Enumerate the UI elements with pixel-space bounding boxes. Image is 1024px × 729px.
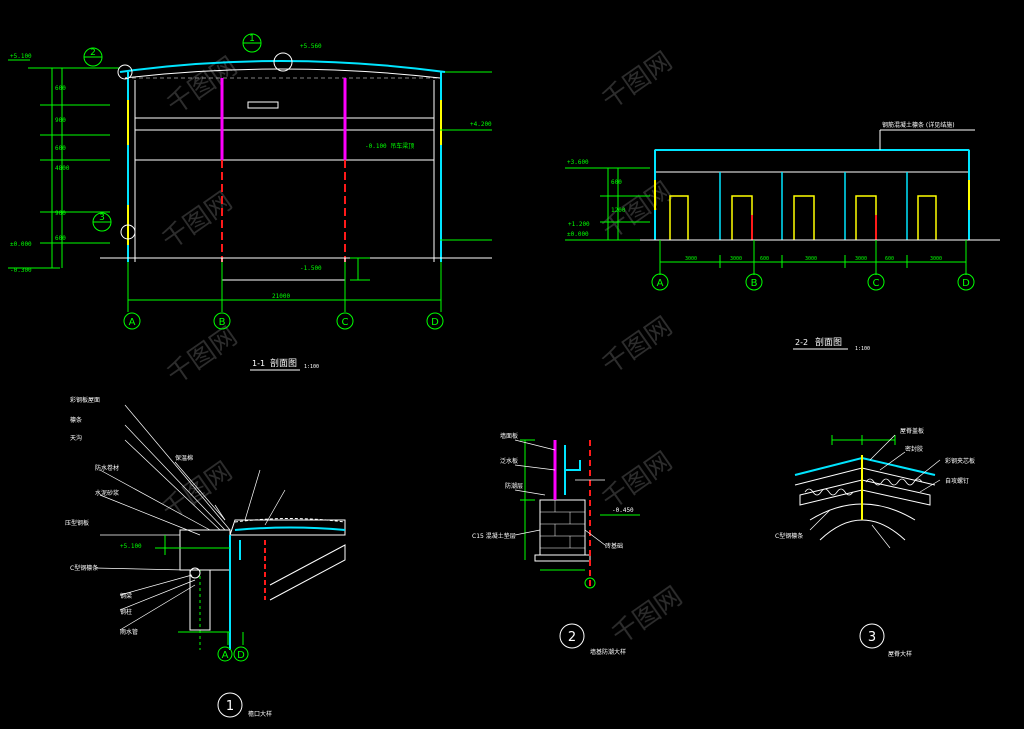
detail-note: 屋脊盖板 [900,427,924,435]
detail-note: 自攻螺钉 [945,477,969,485]
caption-title: 剖面图 [815,336,842,348]
section-1-1-drawing: +5.100 ±0.000 -0.300 600 900 600 4800 90… [8,33,492,371]
caption-number: 2-2 [795,338,808,347]
detail-caption: 屋脊大样 [888,650,912,658]
detail-note: C型钢檩条 [775,532,803,540]
detail-note: 压型钢板 [65,519,89,527]
detail-note: 彩钢夹芯板 [945,457,975,465]
section-2-2-caption: 2-2 剖面图 1:100 [793,336,870,352]
svg-text:+1.200: +1.200 [568,221,590,228]
detail-note: 钢柱 [120,608,132,616]
svg-text:3000: 3000 [685,256,697,262]
detail-note: 防水卷材 [95,464,119,472]
svg-text:+5.100: +5.100 [10,53,32,60]
detail-1-caption: 1 檐口大样 [217,692,272,718]
axis-label: B [219,317,226,328]
svg-text:+4.200: +4.200 [470,121,492,128]
svg-text:+5.100: +5.100 [120,543,142,550]
detail-note: 雨水管 [120,628,138,636]
svg-text:600: 600 [885,256,894,262]
detail-number: 3 [868,630,876,645]
watermarks: 千图网 千图网 千图网 千图网 千图网 千图网 千图网 千图网 千图网 [157,46,688,650]
section-2-2-drawing: 钢筋混凝土檩条 (详见结施) [565,121,1000,352]
detail-2-drawing: -0.450 墙面板 泛水板 防潮层 C15 混凝土垫层 砖基础 2 墙基防潮大… [472,432,640,656]
svg-text:600: 600 [760,256,769,262]
watermark-text: 千图网 [607,581,688,650]
watermark-text: 千图网 [597,311,678,380]
svg-text:900: 900 [55,210,66,217]
detail-ref-number: 1 [249,34,255,44]
detail-note: 彩钢板屋面 [70,396,100,404]
detail-caption: 檐口大样 [248,710,272,718]
overall-dimension: 21000 [272,293,290,300]
svg-text:+3.600: +3.600 [567,159,589,166]
detail-ref-number: 2 [90,48,96,58]
axis-label: D [962,278,970,289]
watermark-text: 千图网 [597,446,678,515]
detail-2-caption: 2 墙基防潮大样 [559,623,626,656]
detail-3-drawing: 屋脊盖板 密封胶 彩钢夹芯板 自攻螺钉 C型钢檩条 3 屋脊大样 [775,427,975,658]
svg-text:-1.500: -1.500 [300,265,322,272]
svg-text:1200: 1200 [611,207,626,214]
watermark-text: 千图网 [162,321,243,390]
svg-text:3000: 3000 [855,256,867,262]
detail-note: C型钢檩条 [70,564,98,572]
detail-note: 泛水板 [500,457,518,465]
detail-ref-number: 3 [99,213,105,223]
svg-text:+5.560: +5.560 [300,43,322,50]
axis-label: C [873,278,880,289]
detail-note: 檩条 [70,416,82,424]
svg-text:3000: 3000 [930,256,942,262]
axis-label: A [222,650,229,661]
detail-reference-markers: 2 1 3 [83,33,293,240]
svg-text:-0.300: -0.300 [10,267,32,274]
svg-text:±0.000: ±0.000 [567,231,589,238]
axis-bubbles-1-1: A B C D [123,312,444,330]
svg-text:±0.000: ±0.000 [10,241,32,248]
detail-note: 密封胶 [905,445,923,453]
detail-note: 防潮层 [505,482,523,490]
detail-note: 天沟 [70,434,82,442]
detail-note: 砖基础 [605,542,623,550]
svg-text:600: 600 [55,145,66,152]
detail-note: 钢梁 [120,592,132,600]
caption-title: 剖面图 [270,357,297,369]
detail-note: 墙面板 [500,432,518,440]
svg-text:900: 900 [55,117,66,124]
axis-label: A [657,278,664,289]
svg-text:-0.100 吊车梁顶: -0.100 吊车梁顶 [365,142,414,150]
svg-text:600: 600 [611,179,622,186]
caption-scale: 1:100 [304,364,319,370]
caption-number: 1-1 [252,359,265,368]
detail-caption: 墙基防潮大样 [590,648,626,656]
svg-text:3000: 3000 [805,256,817,262]
axis-label: A [129,317,136,328]
detail-note: C15 混凝土垫层 [472,532,516,540]
detail-note: 水泥砂浆 [95,489,119,497]
watermark-text: 千图网 [597,46,678,115]
detail-number: 2 [568,630,576,645]
top-note: 钢筋混凝土檩条 (详见结施) [882,121,955,129]
axis-label: D [431,317,439,328]
axis-label: C [342,317,349,328]
detail-3-caption: 3 屋脊大样 [859,623,912,658]
watermark-text: 千图网 [597,176,678,245]
svg-text:600: 600 [55,85,66,92]
caption-scale: 1:100 [855,346,870,352]
detail-note: -0.450 [612,507,634,514]
watermark-text: 千图网 [157,186,238,255]
axis-bubbles-2-2: A B C D [651,273,975,291]
detail-1-drawing: 彩钢板屋面 檩条 天沟 防水卷材 水泥砂浆 压型钢板 C型钢檩条 钢梁 钢柱 雨… [65,396,346,718]
detail-number: 1 [226,699,234,714]
svg-text:4800: 4800 [55,165,70,172]
svg-text:600: 600 [55,235,66,242]
detail-note: 保温棉 [175,454,193,462]
svg-text:3000: 3000 [730,256,742,262]
axis-label: B [751,278,758,289]
axis-label: D [237,650,245,661]
section-1-1-caption: 1-1 剖面图 1:100 [250,357,319,371]
